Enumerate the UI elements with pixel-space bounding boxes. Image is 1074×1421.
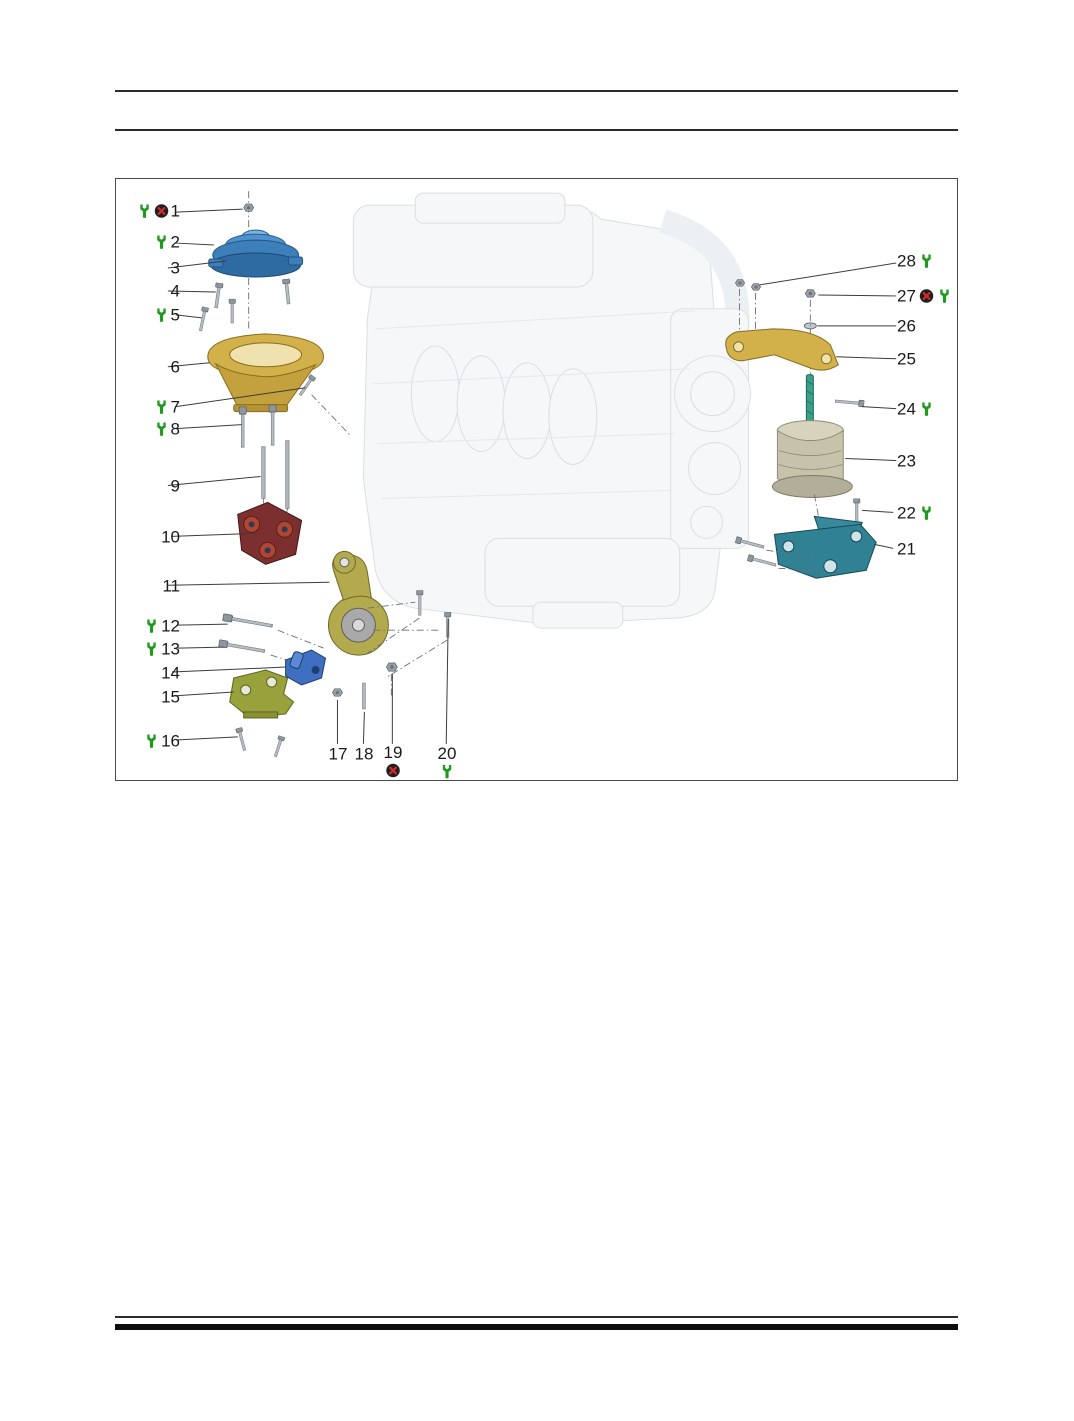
callout-2: 2	[120, 234, 180, 251]
callout-number: 22	[897, 503, 916, 523]
wrench-icon	[922, 402, 931, 416]
do-not-reuse-icon	[385, 763, 401, 778]
callout-number: 9	[170, 476, 180, 496]
callout-number: 17	[328, 744, 348, 764]
callout-18: 18	[355, 746, 374, 763]
callout-10: 10	[120, 529, 180, 546]
callout-number: 24	[897, 399, 916, 419]
callout-23: 23	[897, 453, 916, 470]
wrench-icon	[940, 289, 949, 303]
callout-25: 25	[897, 351, 916, 368]
callout-20: 20	[437, 744, 457, 779]
callout-number: 12	[161, 616, 180, 636]
callout-19: 19	[383, 743, 403, 778]
callout-13: 13	[120, 641, 180, 658]
callout-8: 8	[120, 421, 180, 438]
callout-5: 5	[120, 307, 180, 324]
callout-number: 18	[354, 744, 374, 764]
part-upper-right-bracket	[725, 328, 839, 371]
callout-9: 9	[120, 478, 180, 495]
callout-number: 27	[897, 286, 916, 306]
wrench-icon	[156, 422, 166, 436]
part-lower-right-bracket	[734, 515, 877, 579]
wrench-icon	[147, 619, 156, 633]
do-not-reuse-icon	[918, 288, 934, 304]
callout-number: 11	[162, 576, 180, 596]
wrench-icon	[147, 642, 156, 656]
part-torque-strut	[327, 550, 442, 656]
callout-number: 1	[170, 201, 180, 221]
exploded-view-figure: 1 2 3 4 5 6 7 8 9 10	[115, 178, 958, 781]
callout-number: 8	[170, 419, 180, 439]
part-bolt-22	[853, 498, 861, 524]
footer-rule-thin	[115, 1316, 958, 1318]
callout-number: 6	[170, 357, 180, 377]
callout-24: 24	[897, 401, 934, 418]
callout-21: 21	[897, 541, 916, 558]
callout-11: 11	[120, 578, 180, 595]
callout-number: 7	[170, 397, 180, 417]
callout-number: 16	[161, 731, 180, 751]
footer-rule-thick	[115, 1324, 958, 1330]
part-bolt-24	[834, 397, 865, 408]
callout-number: 10	[161, 527, 180, 547]
callout-number: 23	[897, 451, 916, 471]
part-right-mount	[771, 374, 853, 527]
callout-17: 17	[329, 746, 348, 763]
callout-3: 3	[120, 260, 180, 277]
callout-1: 1	[120, 203, 180, 220]
callout-number: 28	[897, 251, 916, 271]
callout-number: 19	[383, 743, 403, 762]
wrench-icon	[147, 734, 156, 748]
exploded-diagram	[167, 191, 897, 758]
callout-16: 16	[120, 733, 180, 750]
callout-number: 3	[170, 258, 180, 278]
wrench-icon	[156, 308, 166, 322]
part-bolts-20	[363, 590, 452, 679]
part-front-mount-bracket	[207, 333, 352, 437]
part-small-blue-bracket	[285, 649, 327, 686]
callout-number: 2	[170, 232, 180, 252]
wrench-icon	[156, 400, 166, 414]
wrench-icon	[922, 506, 931, 520]
callout-14: 14	[120, 665, 180, 682]
callout-number: 13	[161, 639, 180, 659]
part-olive-bracket	[229, 669, 295, 719]
callout-6: 6	[120, 359, 180, 376]
part-lower-bracket-maroon	[237, 501, 303, 565]
callout-number: 15	[161, 687, 180, 707]
wrench-icon	[442, 764, 452, 779]
callout-number: 5	[170, 305, 180, 325]
part-small-fasteners	[235, 662, 398, 758]
wrench-icon	[139, 204, 149, 218]
part-upper-left-mount	[197, 191, 304, 332]
callout-26: 26	[897, 318, 916, 335]
callout-28: 28	[897, 253, 934, 270]
callout-15: 15	[120, 689, 180, 706]
callout-number: 14	[161, 663, 180, 683]
callout-number: 4	[170, 281, 180, 301]
wrench-icon	[922, 254, 931, 268]
callout-4: 4	[120, 283, 180, 300]
header-rule-top	[115, 90, 958, 92]
header-rule-bottom	[115, 129, 958, 131]
callout-22: 22	[897, 505, 934, 522]
wrench-icon	[156, 235, 166, 249]
callout-number: 21	[897, 539, 916, 559]
do-not-reuse-icon	[153, 203, 169, 219]
callout-number: 26	[897, 316, 916, 336]
leader-lines	[167, 208, 897, 744]
callout-27: 27	[897, 288, 952, 305]
callout-12: 12	[120, 618, 180, 635]
callout-number: 25	[897, 349, 916, 369]
engine-ghost-illustration	[352, 192, 751, 629]
callout-7: 7	[120, 399, 180, 416]
callout-number: 20	[437, 744, 457, 763]
